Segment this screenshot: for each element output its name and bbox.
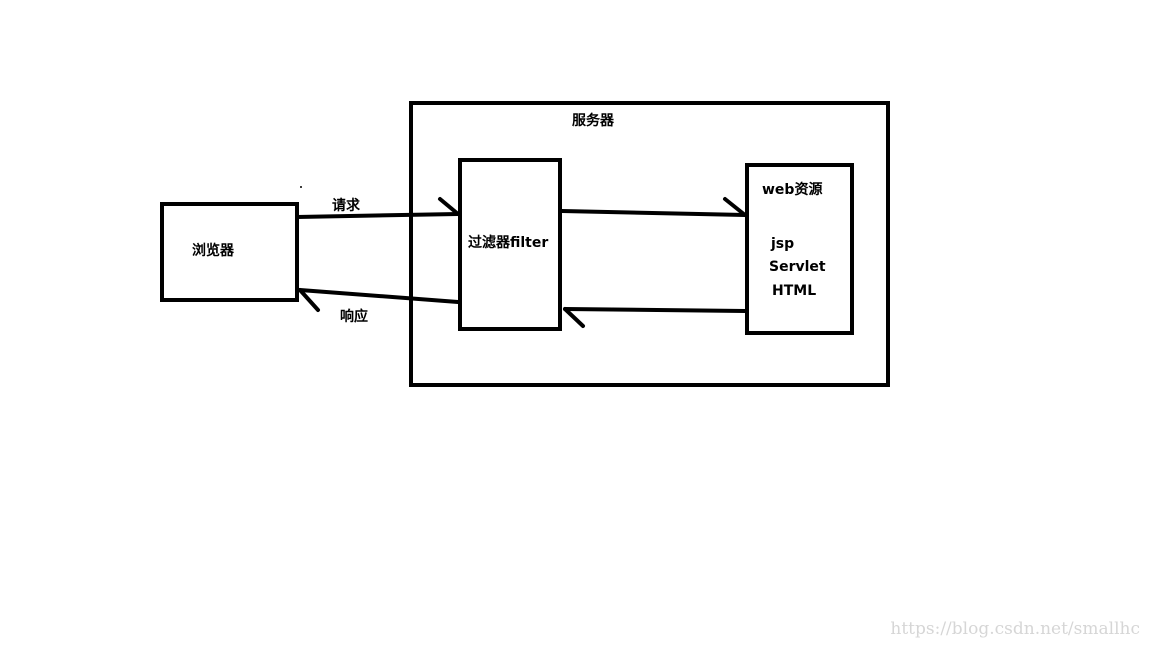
web-resource-item-html: HTML (772, 283, 816, 299)
filter-label: 过滤器filter (468, 234, 548, 251)
web-resource-box (745, 163, 854, 335)
response-arrow (298, 288, 460, 312)
request-arrow (295, 197, 460, 219)
forward-arrow (560, 197, 747, 217)
response-label: 响应 (340, 308, 368, 325)
web-resource-item-servlet: Servlet (769, 259, 826, 275)
server-label: 服务器 (572, 112, 615, 129)
return-arrow (563, 307, 747, 328)
browser-label: 浏览器 (192, 242, 235, 259)
filter-box (458, 158, 562, 331)
browser-box (160, 202, 299, 302)
watermark-text: https://blog.csdn.net/smallhc (890, 619, 1140, 639)
web-resource-title: web资源 (762, 181, 822, 198)
server-box (409, 101, 890, 387)
stray-dot (300, 186, 302, 188)
web-resource-item-jsp: jsp (770, 236, 794, 252)
request-label: 请求 (332, 197, 361, 214)
